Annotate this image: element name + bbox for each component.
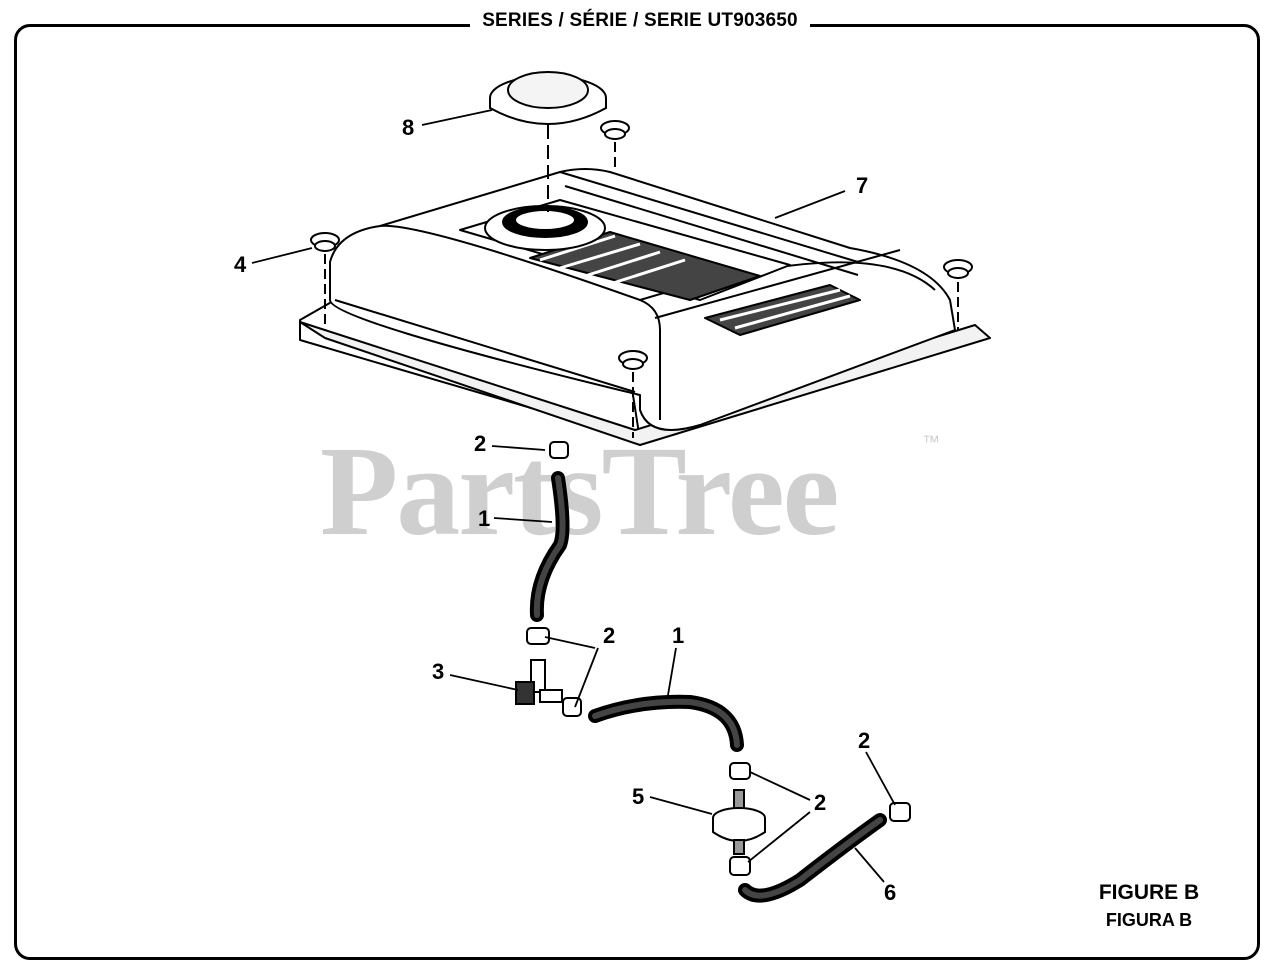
series-title: SERIES / SÉRIE / SERIE UT903650 xyxy=(0,10,1280,32)
callout-2-valve: 2 xyxy=(603,623,615,648)
watermark-text: PartsTree xyxy=(320,420,839,562)
watermark-trademark: ™ xyxy=(922,432,940,452)
callout-7: 7 xyxy=(856,173,868,198)
figure-label: FIGURE B xyxy=(1098,881,1200,904)
callout-8: 8 xyxy=(402,115,414,140)
callout-2-clamp: 2 xyxy=(858,728,870,753)
callout-1-upper: 1 xyxy=(478,506,490,531)
figure-label-spanish: FIGURA B xyxy=(1105,910,1193,930)
fuel-tank xyxy=(299,168,991,446)
callout-3: 3 xyxy=(432,659,444,684)
callout-6: 6 xyxy=(884,880,896,905)
callout-4: 4 xyxy=(234,252,247,277)
callout-2-filter: 2 xyxy=(814,790,826,815)
callout-5: 5 xyxy=(632,784,644,809)
callout-1-lower: 1 xyxy=(672,623,684,648)
fuel-filter xyxy=(712,789,766,855)
leader-lines xyxy=(251,109,896,883)
fuel-cap xyxy=(489,71,607,212)
grommets xyxy=(310,120,973,438)
shutoff-valve xyxy=(515,659,563,705)
fuel-hoses xyxy=(529,471,887,903)
hose-clamps xyxy=(526,441,911,876)
callout-2-upper: 2 xyxy=(474,431,486,456)
